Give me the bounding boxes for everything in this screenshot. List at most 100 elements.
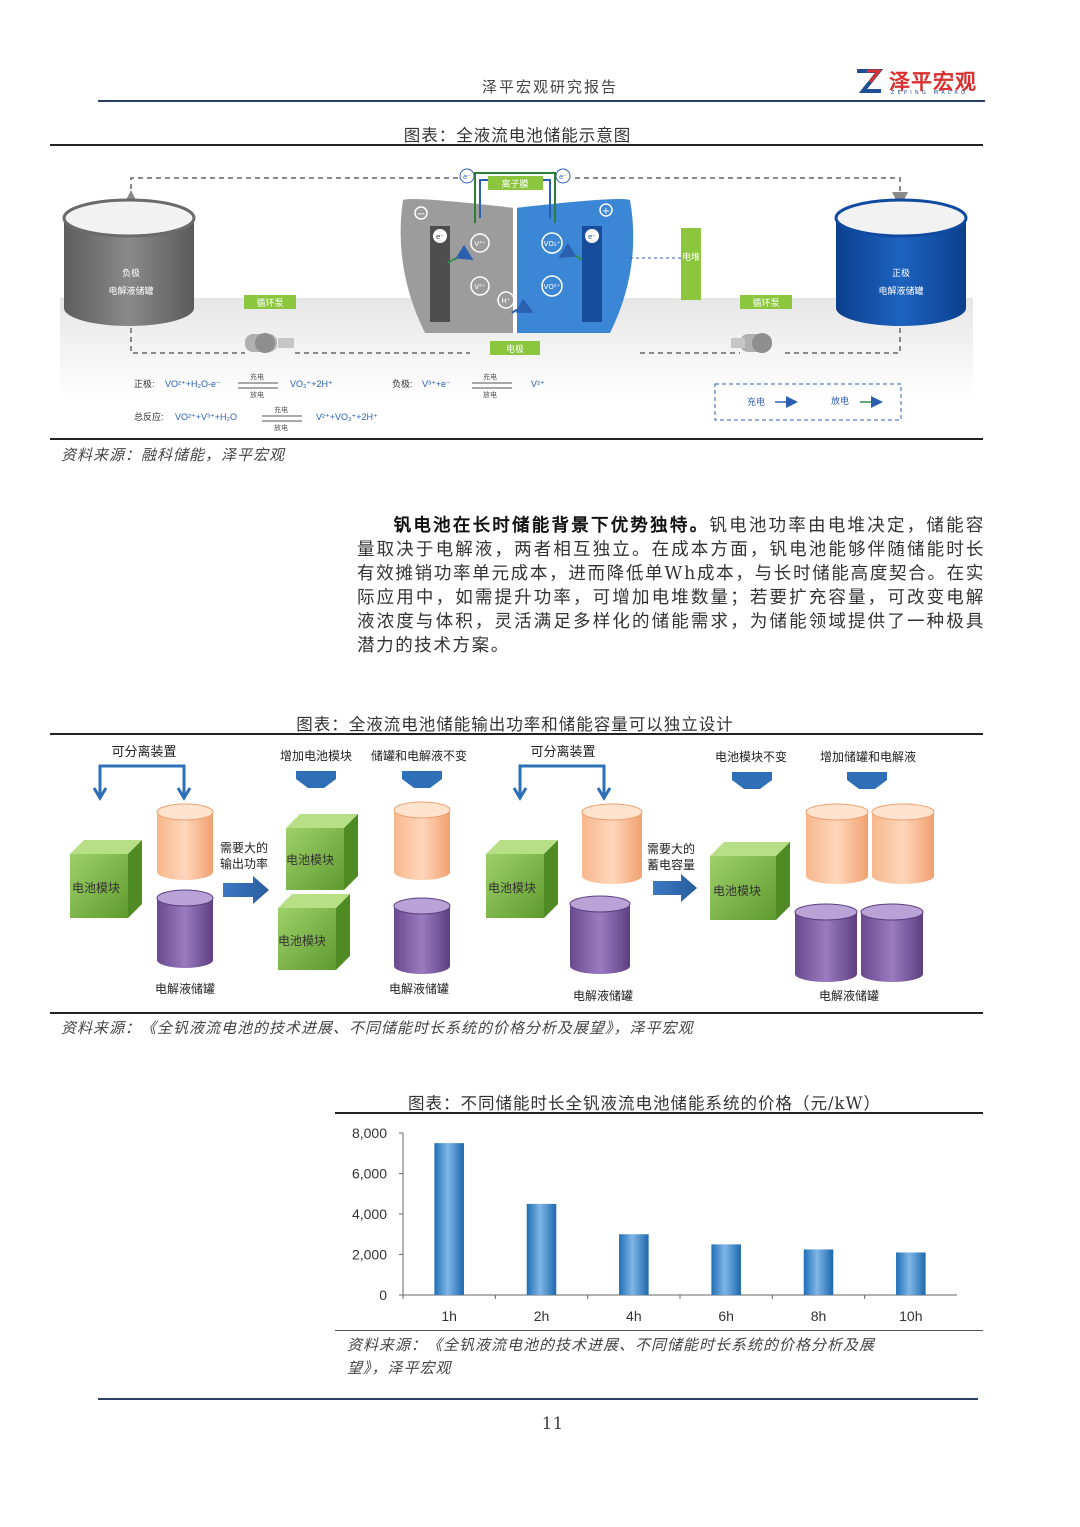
need-capacity-line1: 需要大的 (647, 841, 695, 856)
x-tick-label: 8h (811, 1308, 827, 1324)
left-orange-tank (156, 803, 214, 880)
left-loop-bottom (130, 328, 245, 354)
figure2-bottom-rule (50, 1012, 983, 1014)
y-tick-label: 0 (379, 1287, 387, 1303)
independent-design-diagram: 可分离装置 电池模块 电解液储罐 需要大的 输出功率 增加电池模块 储罐和电解液… (70, 744, 935, 1003)
x-tick-label: 4h (626, 1308, 642, 1324)
ion-h-icon (497, 291, 515, 309)
figure2-source: 资料来源：《全钒液流电池的技术进展、不同储能时长系统的价格分析及展望》，泽平宏观 (61, 1019, 694, 1037)
eq-neg-left: V³⁺+e⁻ (422, 379, 451, 389)
tank-unchanged-arrow-icon (402, 771, 442, 788)
x-tick-label: 10h (899, 1308, 922, 1324)
left-loop-top (123, 177, 460, 206)
ion-vo2-icon (541, 275, 563, 297)
stack-positive-half (515, 199, 634, 333)
electrode-label: 电极 (506, 343, 524, 354)
header-divider (98, 100, 985, 102)
power-cube-bottom-label: 电池模块 (278, 934, 326, 948)
eq-pos-right: VO₂⁺+2H⁺ (290, 379, 333, 389)
x-axis-ticks: 1h 2h 4h 6h 8h 10h (402, 1295, 923, 1324)
neg-tank-label-1: 负极 (122, 267, 140, 278)
right-battery-cube (486, 840, 558, 918)
right-pump-label: 循环泵 (752, 297, 779, 308)
add-tanks-label: 增加储罐和电解液 (820, 749, 916, 764)
minus-sign: − (417, 209, 425, 220)
power-cube-bottom (278, 894, 350, 970)
need-power-line2: 输出功率 (220, 856, 268, 871)
capacity-orange-tank-1 (805, 803, 869, 884)
eq-neg-right: V²⁺ (531, 379, 545, 389)
capacity-tank-label: 电解液储罐 (819, 988, 879, 1003)
figure1-top-rule (50, 144, 983, 146)
eq-pos-arrows (238, 382, 278, 389)
figure3-title: 图表：不同储能时长全钒液流电池储能系统的价格（元/kW） (408, 1094, 882, 1113)
figure3-bottom-rule (335, 1330, 983, 1331)
add-modules-label: 增加电池模块 (280, 749, 352, 763)
eq-pos-discharge: 放电 (250, 390, 264, 399)
eq-neg-label: 负极: (392, 378, 413, 389)
right-separable-bracket (518, 764, 606, 796)
left-pump-label: 循环泵 (256, 297, 283, 308)
paragraph-text: 钒电池功率由电堆决定，储能容量取决于电解液，两者相互独立。在成本方面，钒电池能够… (357, 516, 985, 656)
need-capacity-line2: 蓄电容量 (647, 857, 695, 872)
figure3-source-line1: 资料来源：《全钒液流电池的技术进展、不同储能时长系统的价格分析及展 (347, 1336, 876, 1354)
x-tick-label: 6h (718, 1308, 734, 1324)
power-cube-top-label: 电池模块 (286, 853, 334, 867)
right-separable-label: 可分离装置 (530, 744, 595, 760)
left-battery-cube (70, 840, 142, 918)
ion-v3-label: V³⁺ (474, 240, 486, 248)
electron-neg-plate-label: e⁻ (436, 233, 444, 241)
power-purple-tank (393, 897, 451, 974)
logo-text-en: ZEPING MACRO (891, 90, 969, 96)
eq-pos-left: VO²⁺+H₂O-e⁻ (165, 379, 221, 389)
electron-pos-plate-label: e⁻ (588, 233, 596, 241)
plus-terminal-icon (599, 203, 613, 217)
x-tick-label: 2h (534, 1308, 550, 1324)
left-pump-icon (245, 333, 294, 353)
flow-battery-diagram: 负极 电解液储罐 正极 电解液储罐 循环泵 循环泵 − + 离子膜 e⁻ e⁻ … (60, 168, 973, 432)
right-bracket-arrow-b (596, 787, 612, 801)
report-header-title: 泽平宏观研究报告 (481, 78, 618, 96)
x-tick-label: 1h (441, 1308, 457, 1324)
electrode-label-box (490, 341, 540, 355)
right-bracket-arrow-a (512, 787, 528, 801)
eq-total-label: 总反应: (134, 411, 164, 422)
module-unchanged-label: 电池模块不变 (715, 749, 787, 764)
eq-total-right: V²⁺+VO₂⁺+2H⁺ (316, 412, 378, 422)
left-bracket-arrow-a (92, 787, 108, 801)
stack-label: 电堆 (682, 251, 700, 262)
ion-v3-icon (470, 233, 490, 253)
page-number: 11 (541, 1414, 564, 1434)
bar-2h (526, 1203, 557, 1295)
capacity-battery-cube (710, 842, 790, 920)
capacity-orange-tank-2 (871, 803, 935, 884)
left-separable-bracket (98, 764, 186, 796)
ion-vo2plus-label: VO₂⁺ (544, 240, 561, 248)
right-pump-label-box (740, 295, 792, 309)
stack-negative-half (400, 199, 515, 333)
need-power-line1: 需要大的 (220, 840, 268, 855)
left-separable-label: 可分离装置 (111, 744, 176, 760)
figure3-top-rule (335, 1112, 983, 1114)
minus-terminal-icon (414, 206, 428, 220)
figure2-title: 图表：全液流电池储能输出功率和储能容量可以独立设计 (296, 715, 734, 734)
y-tick-label: 4,000 (352, 1206, 387, 1222)
logo-mark-icon (857, 69, 883, 93)
y-tick-label: 6,000 (352, 1166, 387, 1182)
bar-series (434, 1143, 926, 1295)
figure3-source-line2: 望》，泽平宏观 (347, 1359, 452, 1377)
footer-divider (98, 1398, 978, 1400)
eq-neg-discharge: 放电 (483, 390, 497, 399)
y-tick-label: 8,000 (352, 1125, 387, 1141)
right-orange-tank (581, 803, 643, 884)
electron-neg-plate-icon (433, 229, 447, 243)
ion-vo2-label: VO²⁺ (544, 283, 561, 291)
left-pump-label-box (244, 295, 296, 309)
figure1-source: 资料来源：融科储能，泽平宏观 (61, 446, 286, 464)
module-unchanged-arrow-icon (732, 772, 772, 789)
electron-left-label: e⁻ (463, 173, 471, 181)
negative-tank (62, 198, 196, 326)
capacity-purple-tank-1 (794, 903, 858, 982)
logo-text-cn: 泽平宏观 (889, 70, 977, 94)
